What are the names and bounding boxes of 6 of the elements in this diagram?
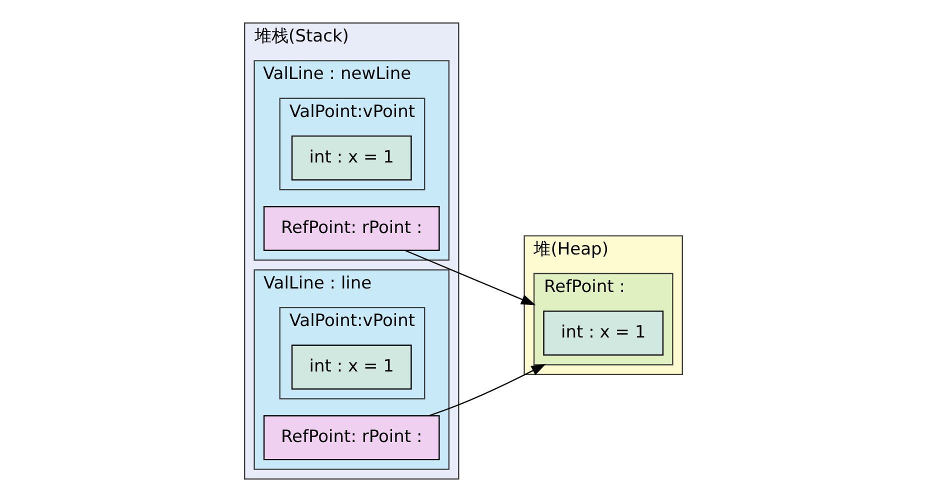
node-box: int : x = 1: [291, 135, 412, 180]
arrow: [428, 364, 546, 416]
node-box: int : x = 1: [543, 310, 664, 356]
node-box: RefPoint: rPoint :: [263, 206, 440, 251]
node-box: RefPoint: rPoint :: [263, 415, 440, 460]
node-box: int : x = 1: [291, 344, 412, 390]
